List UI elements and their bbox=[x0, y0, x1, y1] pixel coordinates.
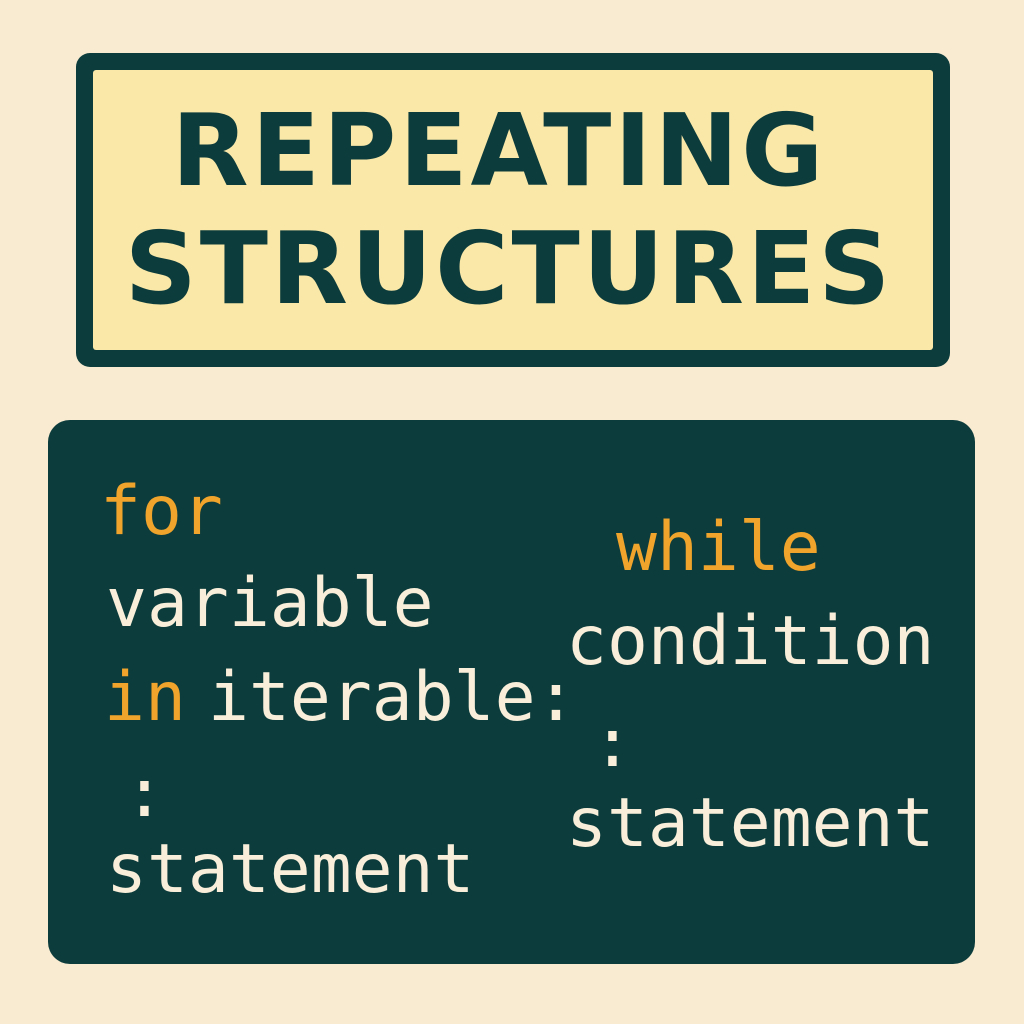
title-line-2: STRUCTURES bbox=[124, 210, 894, 327]
for-statement: statement bbox=[106, 830, 475, 909]
in-keyword: in bbox=[104, 658, 186, 737]
title-banner: REPEATING STRUCTURES bbox=[76, 53, 950, 367]
title-line-1: REPEATING bbox=[171, 92, 827, 209]
while-colon: : bbox=[592, 704, 633, 783]
while-statement: statement bbox=[566, 784, 935, 863]
for-colon: : bbox=[124, 754, 165, 833]
for-variable: variable bbox=[106, 564, 434, 643]
for-keyword: for bbox=[100, 472, 223, 551]
for-iterable: iterable: bbox=[208, 658, 577, 737]
code-panel: for variable in iterable: : statement wh… bbox=[48, 420, 975, 964]
while-keyword: while bbox=[616, 508, 821, 587]
title-banner-inner: REPEATING STRUCTURES bbox=[93, 70, 933, 350]
while-condition: condition bbox=[566, 602, 935, 681]
